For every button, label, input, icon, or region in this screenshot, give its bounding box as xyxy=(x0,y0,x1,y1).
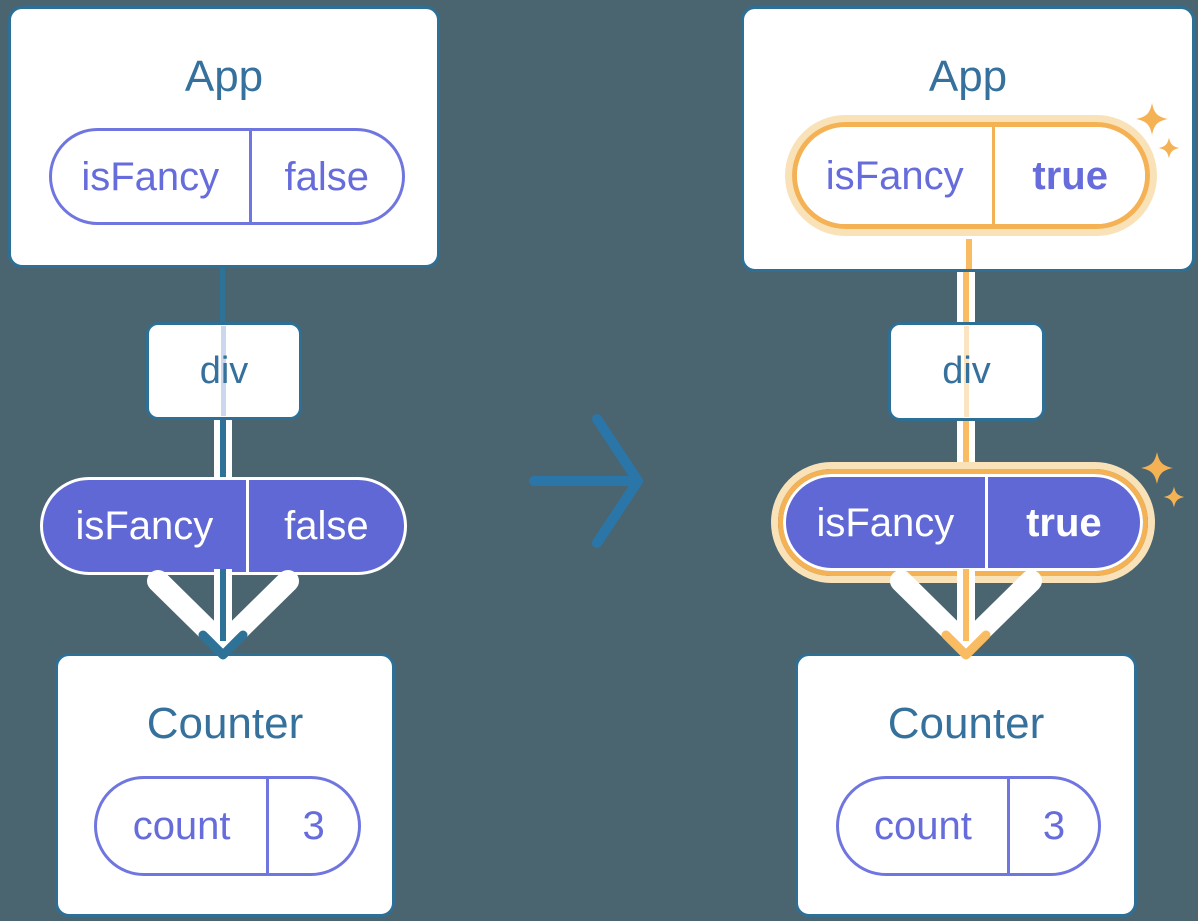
left-app-to-div-line xyxy=(220,266,225,324)
left-counter-state-name: count xyxy=(97,779,270,873)
right-app-prop-highlight-ring: isFancy true xyxy=(785,115,1157,236)
left-app-prop-name: isFancy xyxy=(52,131,252,222)
sparkle-icon xyxy=(1136,103,1180,159)
right-app-card: App isFancy true xyxy=(741,6,1195,272)
right-app-prop-stem-line xyxy=(966,239,972,269)
right-passed-prop-ring: isFancy true xyxy=(778,469,1148,576)
left-passed-prop-name: isFancy xyxy=(43,480,249,572)
left-app-title: App xyxy=(184,52,264,101)
left-div-label: div xyxy=(199,349,249,392)
right-arrow-icon xyxy=(529,414,643,548)
right-counter-state-value: 3 xyxy=(1042,804,1066,848)
right-app-prop-value: true xyxy=(1032,153,1108,198)
left-passed-prop-pill: isFancy false xyxy=(40,477,407,575)
left-app-prop-value: false xyxy=(284,154,370,199)
left-app-prop-pill: isFancy false xyxy=(49,128,405,225)
right-div-card: div xyxy=(888,322,1045,421)
left-div-card: div xyxy=(146,322,302,420)
left-counter-card: Counter count 3 xyxy=(55,653,395,917)
left-counter-state-pill: count 3 xyxy=(94,776,361,876)
right-counter-title: Counter xyxy=(887,699,1045,748)
left-counter-state-value: 3 xyxy=(302,804,325,848)
right-counter-state-name: count xyxy=(839,779,1010,873)
sparkle-icon xyxy=(1141,452,1185,508)
right-app-prop-ring: isFancy true xyxy=(792,122,1150,229)
right-div-to-prop-pipe xyxy=(957,418,975,466)
down-chevron-arrow-icon xyxy=(890,569,1042,660)
right-div-through-line xyxy=(963,326,969,417)
right-app-title: App xyxy=(928,52,1008,101)
right-app-to-div-pipe xyxy=(957,270,975,323)
left-passed-prop-value: false xyxy=(284,504,369,548)
right-counter-state-pill: count 3 xyxy=(836,776,1101,876)
left-div-to-prop-pipe xyxy=(214,417,232,479)
left-app-card: App isFancy false xyxy=(8,6,440,268)
left-counter-title: Counter xyxy=(146,699,304,748)
right-passed-prop-pill: isFancy true xyxy=(783,474,1143,571)
right-passed-prop-value: true xyxy=(1026,500,1102,545)
right-app-prop-pill: isFancy true xyxy=(797,127,1145,224)
right-passed-prop-name: isFancy xyxy=(786,477,988,568)
right-div-label: div xyxy=(942,350,991,392)
left-div-through-line xyxy=(221,326,226,416)
right-counter-card: Counter count 3 xyxy=(795,653,1137,917)
right-app-prop-name: isFancy xyxy=(797,127,996,224)
down-chevron-arrow-icon xyxy=(147,569,299,660)
